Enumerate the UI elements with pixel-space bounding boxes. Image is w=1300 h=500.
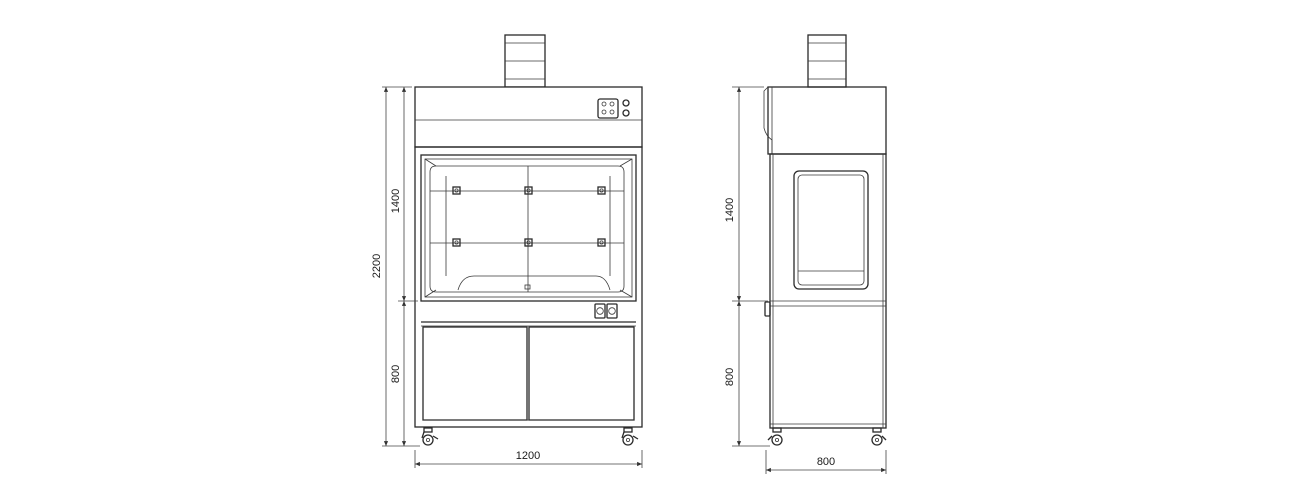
electrical-outlet-icon [594, 303, 618, 319]
front-lower-height-label: 800 [390, 365, 402, 383]
side-caster-wheel-icon [767, 427, 887, 446]
cabinet-body-side [763, 86, 887, 429]
switch-knob-icon [622, 109, 630, 117]
front-view: 2200 1400 800 1200 [371, 34, 643, 468]
front-total-height-label: 2200 [371, 254, 383, 278]
front-upper-height-label: 1400 [390, 189, 402, 213]
side-view: 1400 800 800 [724, 34, 887, 474]
rod-clamp-icon [452, 186, 606, 247]
side-depth-label: 800 [817, 456, 835, 468]
side-lower-height-label: 800 [724, 368, 736, 386]
side-dimension-lines [732, 86, 887, 474]
front-dimension-lines [382, 86, 643, 468]
hood-canopy [414, 86, 643, 148]
front-width-label: 1200 [516, 450, 540, 462]
cabinet-body-front [414, 146, 643, 428]
exhaust-duct-front [504, 34, 546, 88]
exhaust-duct-side [807, 34, 847, 88]
control-panel [597, 98, 630, 119]
caster-wheel-icon [421, 427, 639, 446]
indicator-light-icon [622, 99, 630, 107]
side-upper-height-label: 1400 [724, 198, 736, 222]
